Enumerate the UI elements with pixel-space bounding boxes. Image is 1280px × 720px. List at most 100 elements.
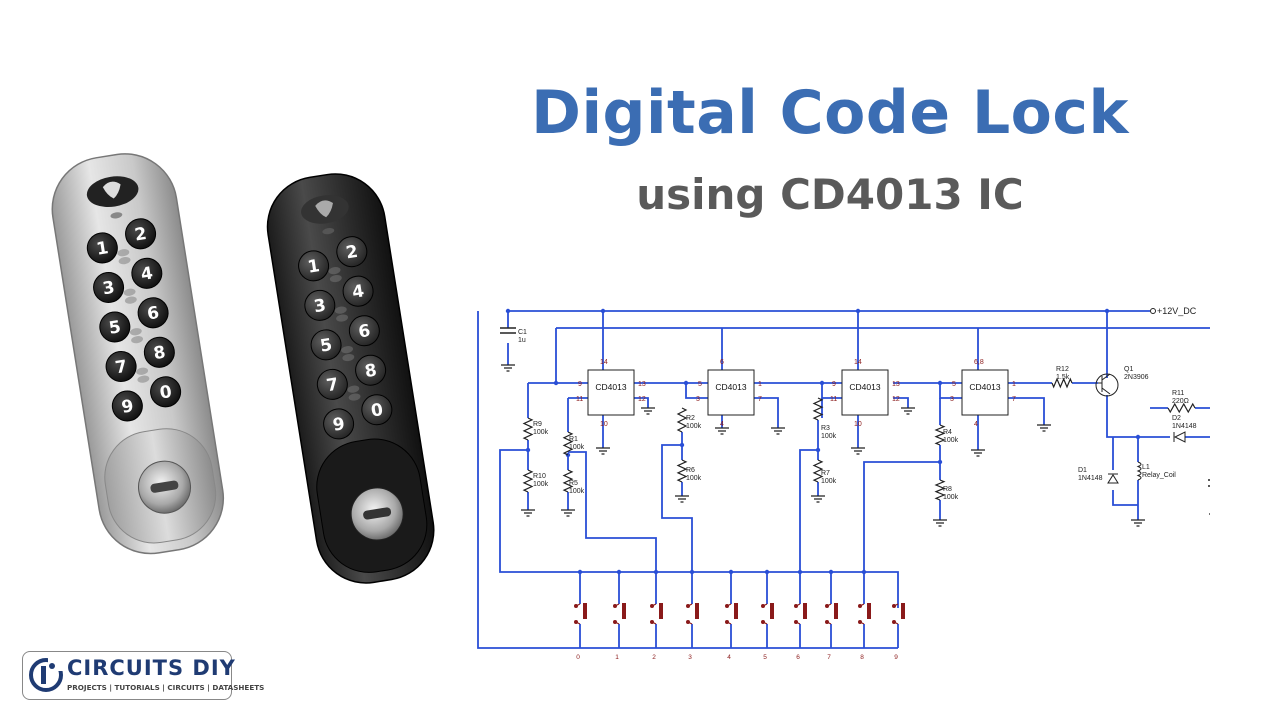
wire	[1112, 490, 1138, 506]
r8-value: 100k	[943, 494, 959, 501]
pin-label: 11	[576, 396, 583, 403]
d2-value: 1N4148	[1172, 423, 1197, 430]
silver-key-6-cap	[137, 297, 169, 329]
black-key-label: 3	[313, 296, 328, 318]
switch-actuator	[583, 603, 587, 619]
silver-led-indicator	[118, 257, 131, 265]
junction-dot	[855, 308, 861, 314]
pin-label: 11	[830, 396, 837, 403]
r12-ref: R12	[1056, 366, 1069, 373]
black-key-6: 6	[341, 315, 380, 354]
r12-value: 1.5k	[1056, 374, 1070, 381]
r5-value: 100k	[569, 488, 585, 495]
black-key-9-cap	[323, 408, 355, 440]
black-key-label: 8	[363, 360, 378, 382]
switch-contact	[574, 604, 578, 608]
silver-led-indicator	[137, 375, 150, 383]
black-key-2-cap	[336, 236, 368, 268]
junction-dot	[937, 380, 943, 386]
black-key-1: 1	[298, 250, 342, 283]
resistor-r2	[676, 407, 688, 433]
wire	[799, 449, 818, 604]
silver-led-indicator	[124, 296, 137, 304]
switch-actuator	[622, 603, 626, 619]
ground-symbol	[561, 509, 575, 517]
wire	[1000, 397, 1045, 425]
resistor-r8	[934, 479, 946, 501]
silver-key-3-cap	[93, 271, 125, 303]
resistor-r6	[676, 459, 688, 483]
diode-d2	[1173, 431, 1186, 443]
resistor-r3	[812, 397, 824, 421]
silver-key-9: 9	[111, 390, 143, 422]
ic-body	[841, 369, 889, 416]
black-key-0-cap	[361, 394, 393, 426]
r8-ref: R8	[943, 486, 952, 493]
switch-actuator	[734, 603, 738, 619]
junction-dot	[1104, 308, 1110, 314]
switch-contact	[686, 604, 690, 608]
switch-contact	[650, 604, 654, 608]
push-switch-1	[613, 603, 626, 625]
ground-symbol	[971, 449, 985, 457]
circuit-schematic: CD401391113121410CD4013531764CD401391113…	[477, 306, 1210, 661]
black-led-indicator	[341, 346, 354, 354]
transistor-leads	[1098, 373, 1111, 395]
wire	[556, 327, 1210, 329]
pin-label: 1	[1012, 381, 1016, 388]
ground-symbol	[715, 427, 729, 435]
switch-contact	[761, 620, 765, 624]
black-led-indicator	[347, 385, 360, 393]
supply-terminal	[1150, 308, 1156, 314]
pin-label: 9	[832, 381, 836, 388]
resistor-r7	[812, 459, 824, 483]
l1-value: Relay_Coil	[1142, 472, 1176, 479]
ic-label: CD4013	[595, 382, 626, 392]
silver-key-label: 6	[146, 303, 161, 325]
ground-symbol	[1037, 424, 1051, 432]
capacitor-c1	[500, 327, 516, 334]
q1-ref: Q1	[1124, 366, 1133, 373]
black-key-label: 1	[306, 256, 321, 278]
switch-contact	[650, 620, 654, 624]
black-key-3-cap	[304, 289, 336, 321]
d2-ref: D2	[1172, 415, 1181, 422]
r11-ref: R11	[1172, 390, 1184, 397]
r7-ref: R7	[821, 470, 830, 477]
black-key-9: 9	[323, 408, 355, 440]
junction-dot	[505, 308, 511, 314]
black-key-4: 4	[334, 275, 374, 314]
pin-label: 14	[600, 359, 608, 366]
switch-label: 7	[827, 654, 831, 661]
pin-label: 12	[638, 396, 646, 403]
black-led-indicator	[336, 314, 349, 322]
switch-contact	[825, 604, 829, 608]
black-key-label: 2	[345, 242, 360, 264]
pin-label: 4	[720, 421, 724, 428]
black-key-2: 2	[328, 236, 368, 275]
switch-label: 8	[860, 654, 864, 661]
resistor-r1	[562, 431, 574, 456]
junction-dot	[577, 569, 583, 575]
switch-label: 9	[894, 654, 898, 661]
r10-value: 100k	[533, 481, 549, 488]
wire	[477, 311, 898, 649]
switch-contact	[794, 604, 798, 608]
black-key-5-cap	[310, 329, 342, 361]
pin-label: 13	[892, 381, 900, 388]
black-key-1-cap	[298, 250, 330, 282]
switch-contact	[686, 620, 690, 624]
transistor-body	[1095, 373, 1119, 397]
r4-ref: R4	[943, 429, 952, 436]
black-key-4-cap	[342, 275, 374, 307]
pin-label: 1	[758, 381, 762, 388]
black-key-label: 7	[325, 375, 340, 397]
ic-label: CD4013	[849, 382, 880, 392]
junction-dot	[728, 569, 734, 575]
junction-dot	[679, 442, 685, 448]
junction-dot	[819, 380, 825, 386]
black-key-label: 0	[370, 400, 385, 422]
